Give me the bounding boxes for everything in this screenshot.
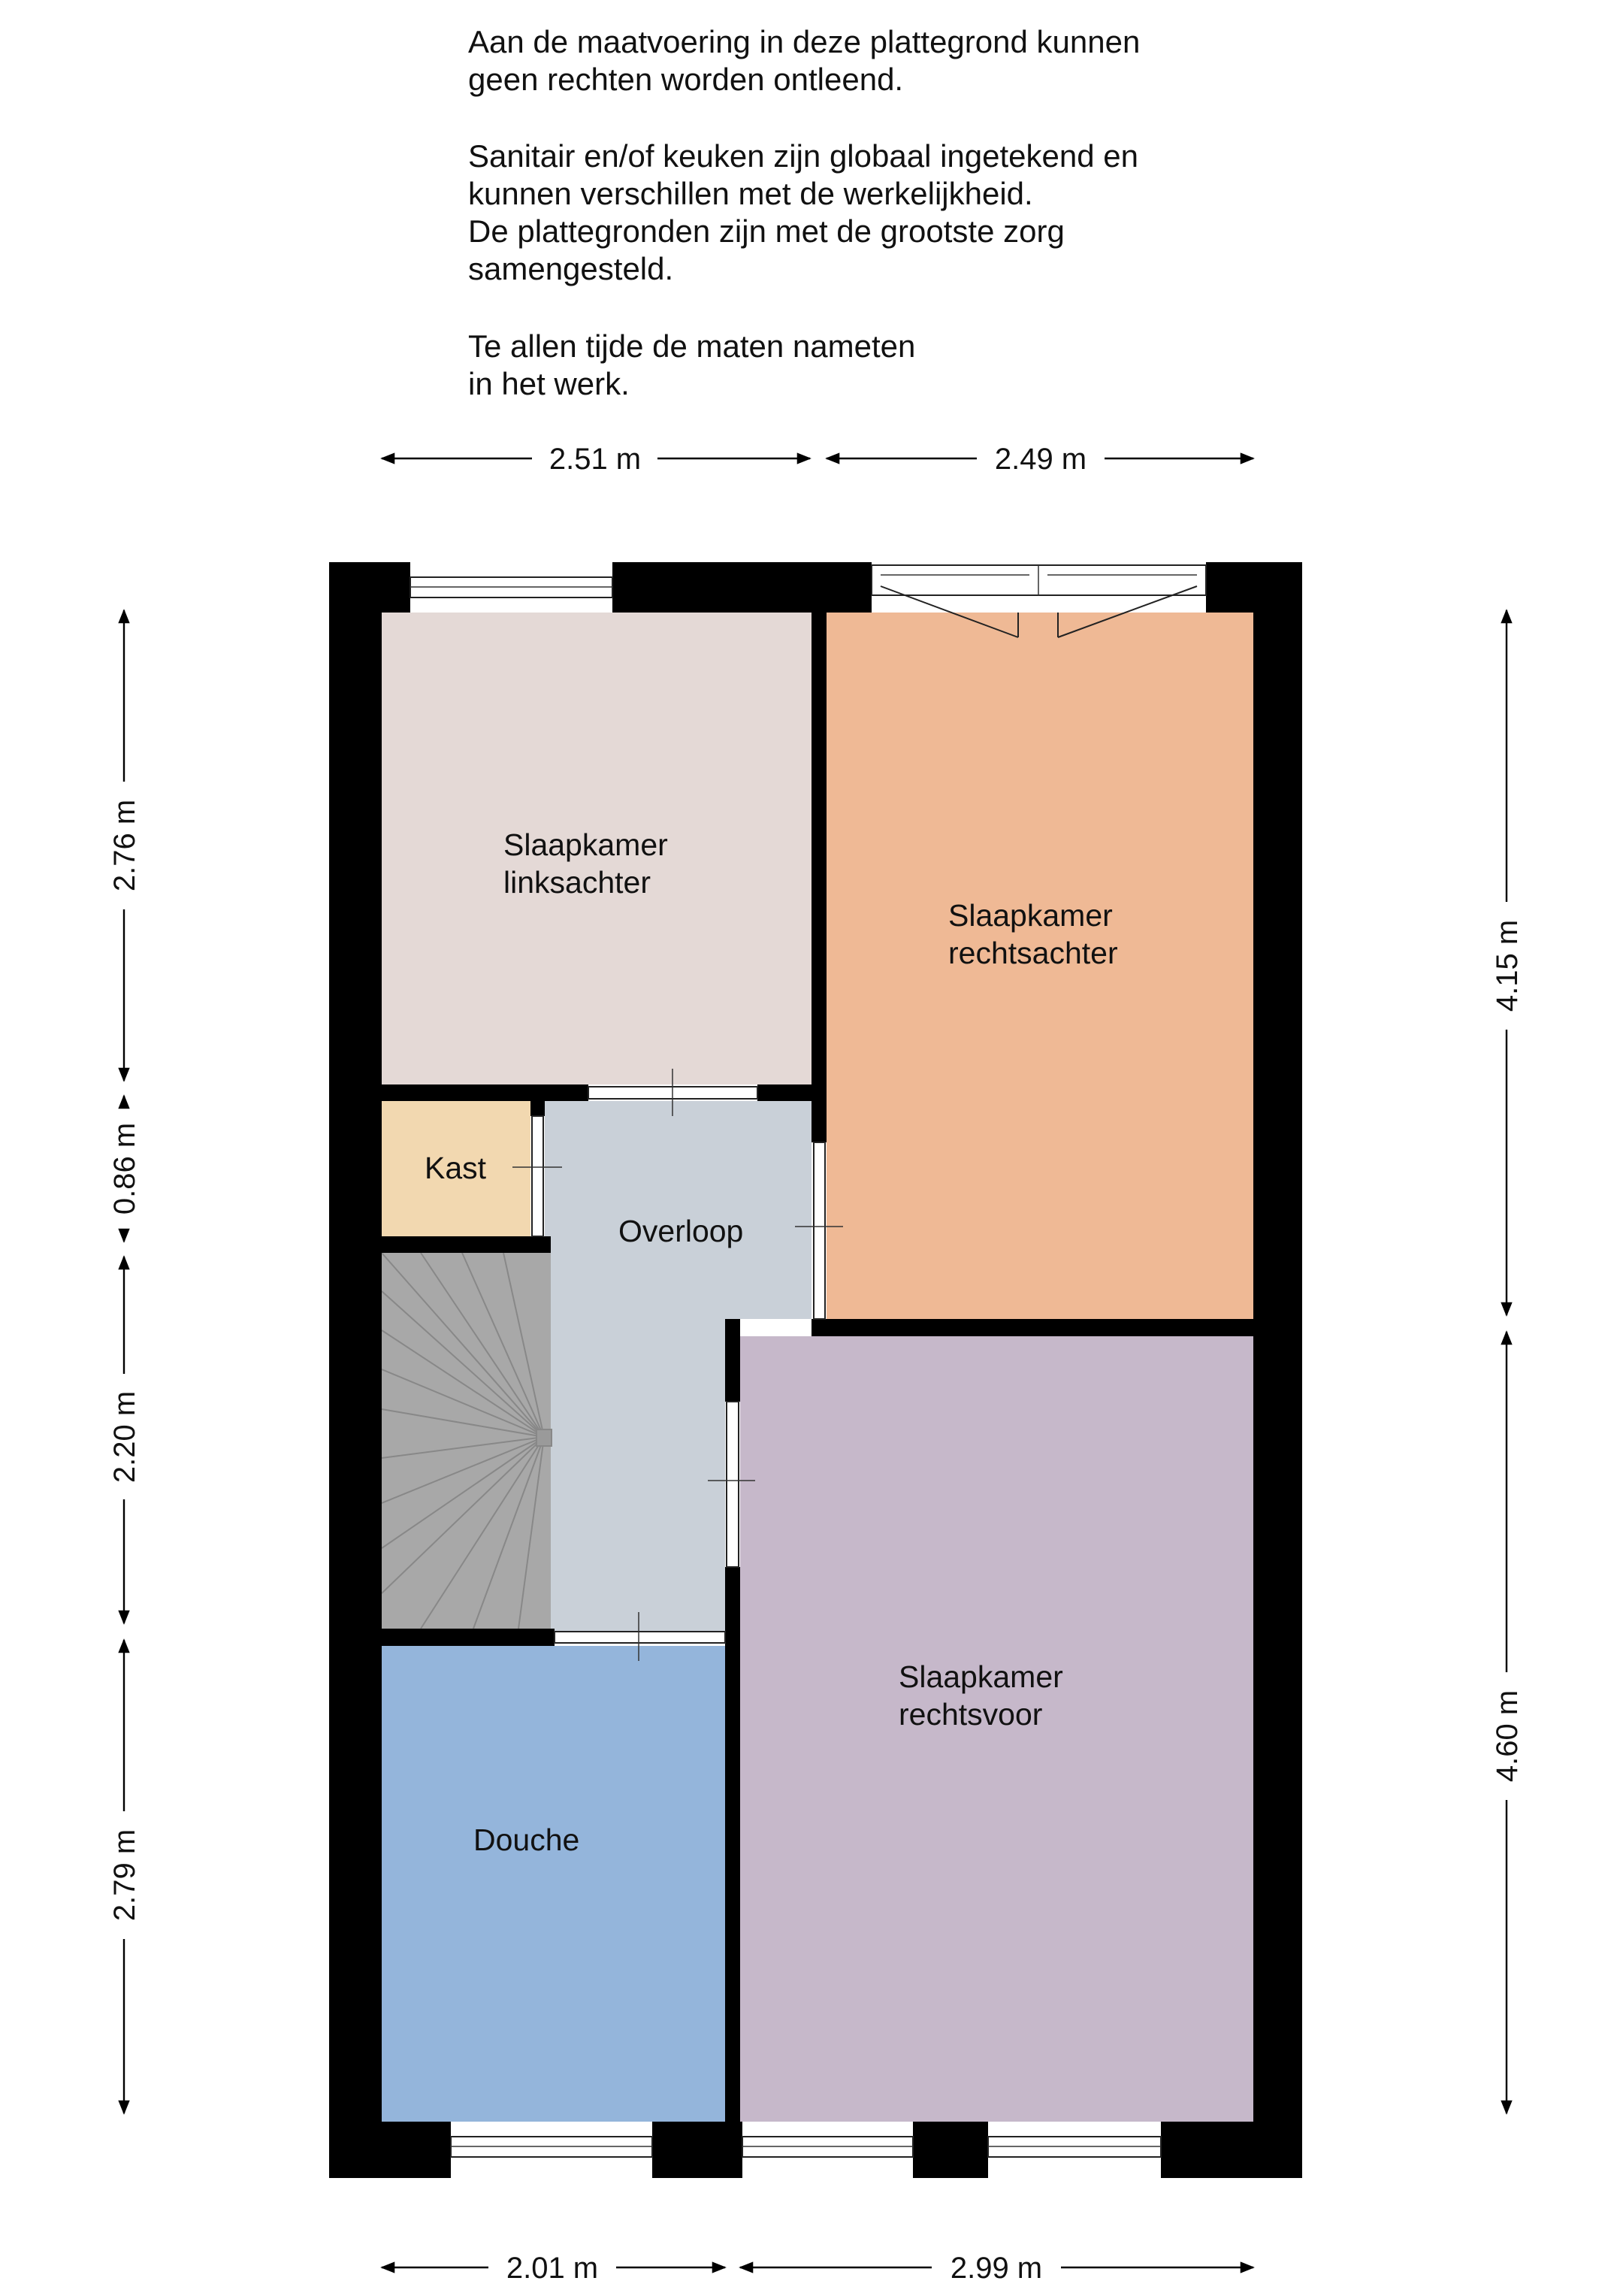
note-line: Te allen tijde de maten nameten	[468, 328, 915, 364]
note-line: in het werk.	[468, 366, 630, 401]
dimension-right-2: 4.60 m	[1491, 1330, 1524, 2115]
dimension-label: 2.99 m	[951, 2252, 1042, 2285]
dimension-left-3: 2.20 m	[108, 1255, 141, 1625]
room-label: linksachter	[503, 865, 651, 900]
window-bottom-douche	[450, 2136, 653, 2158]
label-overloop: Overloop	[618, 1214, 743, 1248]
label-douche: Douche	[473, 1823, 579, 1857]
room-kast	[382, 1101, 530, 1236]
room-label: Slaapkamer	[899, 1659, 1063, 1694]
door-rechtsvoor	[708, 1401, 755, 1568]
dimension-left-2: 0.86 m	[108, 1094, 141, 1243]
label-slaapkamer-linksachter: Slaapkamer linksachter	[503, 827, 668, 900]
staircase-steps	[381, 1252, 552, 1629]
note-line: Aan de maatvoering in deze plattegrond k…	[468, 24, 1140, 59]
room-slaapkamer-linksachter	[382, 613, 812, 1084]
dimension-label: 2.51 m	[549, 443, 641, 476]
dimension-label: 2.79 m	[108, 1829, 141, 1921]
window-bottom-rechtsvoor-2	[987, 2136, 1162, 2158]
dimension-left-1: 2.76 m	[108, 609, 141, 1082]
door-kast	[512, 1115, 562, 1237]
room-label: rechtsvoor	[899, 1697, 1042, 1732]
dimension-left-4: 2.79 m	[108, 1638, 141, 2115]
room-label: Slaapkamer	[948, 898, 1113, 933]
walls	[329, 562, 1302, 2178]
window-bottom-rechtsvoor-1	[742, 2136, 914, 2158]
dimension-bottom-left: 2.01 m	[380, 2252, 727, 2285]
dimension-right-1: 4.15 m	[1491, 609, 1524, 1317]
dimension-top-right: 2.49 m	[825, 443, 1255, 476]
room-douche	[382, 1646, 725, 2122]
note-line: De plattegronden zijn met de grootste zo…	[468, 213, 1065, 249]
dimension-label: 4.60 m	[1491, 1690, 1524, 1782]
dimension-label: 4.15 m	[1491, 920, 1524, 1012]
door-linksachter	[588, 1069, 758, 1116]
note-line: samengesteld.	[468, 251, 673, 286]
label-slaapkamer-rechtsvoor: Slaapkamer rechtsvoor	[899, 1659, 1063, 1732]
label-kast: Kast	[425, 1151, 487, 1185]
dimension-label: 2.01 m	[506, 2252, 598, 2285]
room-slaapkamer-rechtsachter	[827, 613, 1253, 1319]
door-rechtsachter	[795, 1142, 843, 1320]
window-top-right-french-doors	[871, 564, 1207, 638]
room-overloop	[545, 1101, 812, 1632]
window-top-left	[410, 576, 613, 598]
note-line: kunnen verschillen met de werkelijkheid.	[468, 176, 1033, 211]
room-label: Slaapkamer	[503, 827, 668, 862]
dimension-label: 2.49 m	[995, 443, 1087, 476]
dimension-bottom-right: 2.99 m	[739, 2252, 1255, 2285]
dimension-label: 2.20 m	[108, 1391, 141, 1483]
disclaimer-notes: Aan de maatvoering in deze plattegrond k…	[468, 24, 1140, 401]
note-line: geen rechten worden ontleend.	[468, 62, 903, 97]
door-douche	[554, 1612, 726, 1661]
dimension-label: 2.76 m	[108, 800, 141, 891]
dimension-label: 0.86 m	[108, 1123, 141, 1215]
room-label: rechtsachter	[948, 936, 1118, 970]
label-slaapkamer-rechtsachter: Slaapkamer rechtsachter	[948, 898, 1118, 970]
room-slaapkamer-rechtsvoor	[740, 1336, 1253, 2122]
dimension-top-left: 2.51 m	[380, 443, 812, 476]
note-line: Sanitair en/of keuken zijn globaal inget…	[468, 138, 1138, 174]
